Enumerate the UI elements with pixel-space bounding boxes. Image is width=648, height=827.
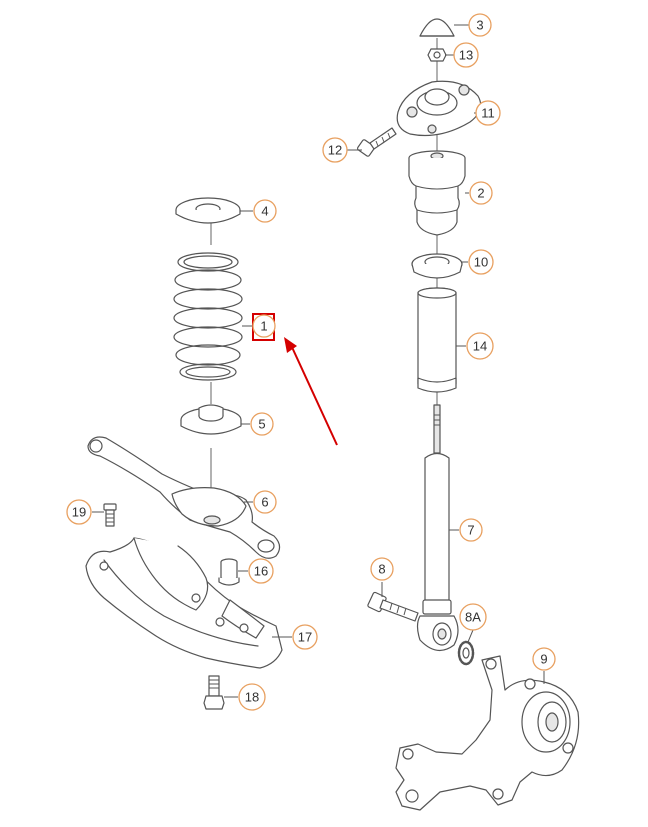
callout-17[interactable]: 17 bbox=[292, 624, 318, 650]
callout-2[interactable]: 2 bbox=[469, 181, 493, 205]
callout-16[interactable]: 16 bbox=[248, 558, 274, 584]
underbody-cover-part bbox=[85, 537, 283, 669]
toothed-washer-part bbox=[457, 640, 475, 666]
svg-text:4: 4 bbox=[261, 204, 268, 219]
callout-1[interactable]: 1 bbox=[252, 314, 276, 338]
callout-12[interactable]: 12 bbox=[322, 137, 348, 163]
bolt-part-8 bbox=[367, 591, 419, 622]
upper-spring-pad-part bbox=[175, 197, 241, 224]
callout-5[interactable]: 5 bbox=[250, 412, 274, 436]
callout-8[interactable]: 8 bbox=[370, 557, 394, 581]
spring-assembly bbox=[85, 197, 283, 710]
callout-13[interactable]: 13 bbox=[453, 42, 479, 68]
nut-part bbox=[427, 48, 447, 62]
svg-text:12: 12 bbox=[328, 143, 342, 158]
lower-spring-pad-part bbox=[180, 404, 242, 435]
svg-text:9: 9 bbox=[540, 652, 547, 667]
svg-text:3: 3 bbox=[476, 18, 483, 33]
svg-text:1: 1 bbox=[260, 319, 267, 334]
protective-sleeve-part bbox=[417, 287, 457, 393]
svg-text:16: 16 bbox=[254, 564, 268, 579]
lower-control-arm-part bbox=[87, 436, 281, 559]
callout-3[interactable]: 3 bbox=[468, 13, 492, 37]
svg-text:2: 2 bbox=[477, 186, 484, 201]
svg-text:6: 6 bbox=[261, 495, 268, 510]
callout-18[interactable]: 18 bbox=[238, 683, 266, 711]
top-mount-part bbox=[396, 80, 482, 137]
callout-11[interactable]: 11 bbox=[475, 100, 501, 126]
callouts: 3 13 11 12 2 4 10 1 14 5 6 19 7 16 8 8A … bbox=[66, 13, 556, 711]
leader-lines bbox=[92, 24, 545, 698]
svg-text:13: 13 bbox=[459, 48, 473, 63]
callout-7[interactable]: 7 bbox=[459, 518, 483, 542]
cap-part bbox=[419, 18, 455, 37]
callout-10[interactable]: 10 bbox=[468, 249, 494, 275]
damper-part bbox=[416, 404, 459, 651]
callout-8a[interactable]: 8A bbox=[459, 603, 487, 631]
callout-4[interactable]: 4 bbox=[253, 199, 277, 223]
callout-6[interactable]: 6 bbox=[253, 490, 277, 514]
svg-text:18: 18 bbox=[245, 690, 259, 705]
svg-text:5: 5 bbox=[258, 417, 265, 432]
svg-text:11: 11 bbox=[481, 106, 495, 121]
svg-text:17: 17 bbox=[298, 630, 312, 645]
callout-9[interactable]: 9 bbox=[532, 647, 556, 671]
svg-text:10: 10 bbox=[474, 255, 488, 270]
svg-text:14: 14 bbox=[473, 339, 487, 354]
svg-text:19: 19 bbox=[72, 505, 86, 520]
wheel-bearing-housing-part bbox=[395, 655, 580, 811]
bump-stop-part bbox=[408, 150, 466, 236]
callout-14[interactable]: 14 bbox=[466, 332, 494, 360]
bushing-part bbox=[218, 558, 240, 586]
small-bolt-part-19 bbox=[103, 503, 117, 527]
red-arrow-shaft bbox=[290, 344, 338, 446]
svg-text:8A: 8A bbox=[465, 610, 481, 625]
shock-absorber-assembly bbox=[357, 18, 580, 811]
bolt-part-18 bbox=[203, 675, 225, 710]
spring-seat-part bbox=[411, 253, 463, 279]
bolt-part-12 bbox=[357, 127, 397, 157]
red-arrow-head bbox=[284, 337, 297, 353]
coil-spring-part bbox=[173, 252, 243, 381]
svg-text:7: 7 bbox=[467, 523, 474, 538]
callout-19[interactable]: 19 bbox=[66, 499, 92, 525]
svg-text:8: 8 bbox=[378, 562, 385, 577]
